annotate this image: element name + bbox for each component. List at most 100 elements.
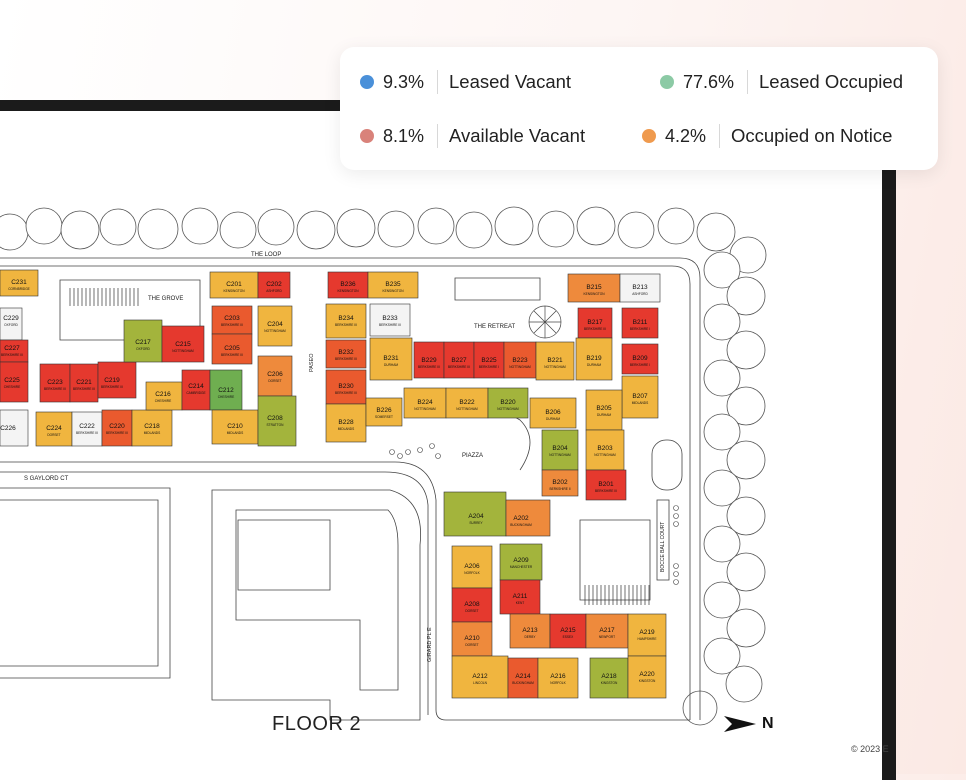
svg-text:BERKSHIRE II: BERKSHIRE II <box>549 487 570 491</box>
svg-text:STRATTON: STRATTON <box>267 423 285 427</box>
legend-item-leased-vacant[interactable]: 9.3% Leased Vacant <box>360 68 571 96</box>
legend-item-available-vacant[interactable]: 8.1% Available Vacant <box>360 122 585 150</box>
svg-text:CORNBRIDGE: CORNBRIDGE <box>8 287 30 291</box>
svg-text:CHESHIRE: CHESHIRE <box>155 399 171 403</box>
svg-text:DORSET: DORSET <box>465 609 478 613</box>
svg-text:B235: B235 <box>385 281 401 288</box>
svg-text:C220: C220 <box>109 423 125 430</box>
legend-pct: 8.1% <box>383 125 425 146</box>
legend-divider <box>437 70 438 94</box>
svg-text:BUCKINGHAM: BUCKINGHAM <box>510 523 532 527</box>
svg-text:B236: B236 <box>340 281 356 288</box>
unit-C226[interactable]: C226 <box>0 409 29 447</box>
svg-text:BERKSHIRE III: BERKSHIRE III <box>1 353 23 357</box>
svg-text:B211: B211 <box>633 319 648 326</box>
svg-text:C218: C218 <box>144 423 160 430</box>
legend-item-occupied-on-notice[interactable]: 4.2% Occupied on Notice <box>642 122 892 150</box>
svg-text:MIDLANDS: MIDLANDS <box>338 427 354 431</box>
legend-divider <box>437 124 438 148</box>
svg-text:C222: C222 <box>79 423 95 430</box>
occupied-on-notice-dot-icon <box>642 129 656 143</box>
svg-text:NOTTINGHAM: NOTTINGHAM <box>594 453 616 457</box>
svg-text:B203: B203 <box>597 445 613 452</box>
svg-text:ASHFORD: ASHFORD <box>266 289 282 293</box>
legend-item-leased-occupied[interactable]: 77.6% Leased Occupied <box>660 68 903 96</box>
svg-text:NEWPORT: NEWPORT <box>599 635 615 639</box>
svg-text:A208: A208 <box>464 601 480 608</box>
